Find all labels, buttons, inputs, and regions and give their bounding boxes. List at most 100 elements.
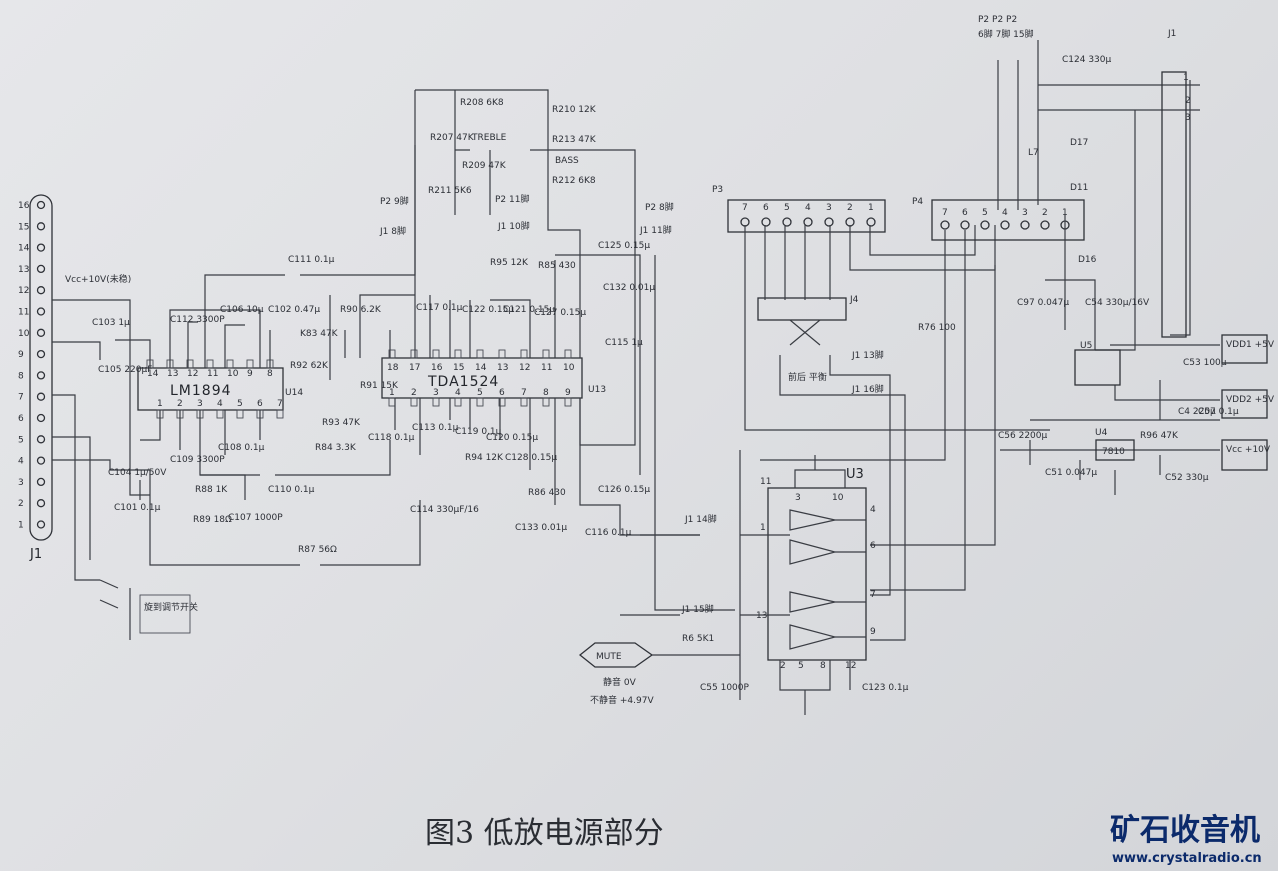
svg-text:11: 11	[760, 477, 771, 487]
p3-pin-number: 2	[847, 203, 853, 213]
svg-text:R90 6.2K: R90 6.2K	[340, 305, 382, 315]
svg-text:C103 1μ: C103 1μ	[92, 318, 130, 328]
tda1524-pin	[410, 349, 418, 359]
front-rear-label: 前后 平衡	[788, 371, 827, 383]
svg-text:C126 0.15μ: C126 0.15μ	[598, 485, 650, 495]
svg-text:P2 P2 P2: P2 P2 P2	[978, 15, 1017, 25]
svg-text:C115 1μ: C115 1μ	[605, 338, 643, 348]
svg-text:R86 430: R86 430	[528, 488, 566, 498]
svg-text:C123 0.1μ: C123 0.1μ	[862, 683, 909, 693]
p3-pin	[803, 217, 813, 227]
svg-text:2: 2	[1185, 96, 1191, 106]
svg-text:R210 12K: R210 12K	[552, 105, 597, 115]
j1-pin	[36, 200, 46, 210]
tda1524-pin-number: 14	[475, 363, 487, 373]
svg-text:不静音 +4.97V: 不静音 +4.97V	[590, 694, 654, 706]
crystalradio-watermark: 矿石收音机 www.crystalradio.cn	[1110, 813, 1262, 866]
svg-text:7810: 7810	[1102, 447, 1125, 457]
svg-text:9: 9	[870, 627, 876, 637]
lm1894-pin-number: 2	[177, 399, 183, 409]
svg-text:R87 56Ω: R87 56Ω	[298, 545, 337, 555]
lm1894-pin-number: 1	[157, 399, 163, 409]
svg-text:R88 1K: R88 1K	[195, 485, 228, 495]
p3-pin	[782, 217, 792, 227]
vdd2-output: VDD2 +5V	[1221, 389, 1275, 419]
j1-pin-number: 10	[18, 329, 30, 339]
svg-text:C101 0.1μ: C101 0.1μ	[114, 503, 161, 513]
svg-text:R208 6K8: R208 6K8	[460, 98, 504, 108]
svg-text:U5: U5	[1080, 341, 1092, 351]
j1-pin	[36, 371, 46, 380]
vcc-in-label: Vcc+10V(未稳)	[65, 273, 131, 285]
j1-pin	[36, 307, 46, 316]
tda1524-pin	[498, 397, 506, 407]
svg-text:R93 47K: R93 47K	[322, 418, 361, 428]
tda1524-pin	[388, 349, 396, 359]
tda1524-pin-number: 10	[563, 363, 575, 373]
j1-pin	[36, 477, 46, 487]
j1-pin	[36, 456, 46, 465]
svg-text:J1 16脚: J1 16脚	[851, 384, 884, 395]
svg-text:D16: D16	[1078, 255, 1097, 265]
lm1894-pin	[236, 409, 244, 419]
svg-text:C112 3300P: C112 3300P	[170, 315, 225, 325]
svg-text:C55 1000P: C55 1000P	[700, 683, 750, 693]
regulator-u5	[1074, 349, 1121, 386]
j1-pin-number: 7	[18, 393, 24, 403]
svg-text:R94 12K: R94 12K	[465, 453, 504, 463]
tda1524-pin-number: 3	[433, 388, 439, 398]
lm1894-pin-number: 9	[247, 369, 253, 379]
svg-text:C97 0.047μ: C97 0.047μ	[1017, 298, 1069, 308]
j1-pin	[36, 499, 46, 508]
svg-text:C104 1μ/50V: C104 1μ/50V	[108, 468, 167, 478]
svg-text:P3: P3	[712, 185, 723, 195]
svg-text:R91 15K: R91 15K	[360, 381, 399, 391]
svg-text:P4: P4	[912, 197, 923, 207]
p4-pin	[960, 220, 970, 230]
svg-text:BASS: BASS	[555, 156, 579, 166]
tone-section-labels: R208 6K8 R207 47K TREBLE R209 47K R211 5…	[290, 98, 674, 538]
svg-text:C128 0.15μ: C128 0.15μ	[505, 453, 557, 463]
svg-text:LM1894: LM1894	[170, 383, 232, 399]
p3-pin-number: 7	[742, 203, 748, 213]
p4-pin-number: 7	[942, 208, 948, 218]
svg-text:R213 47K: R213 47K	[552, 135, 597, 145]
svg-text:1: 1	[760, 523, 766, 533]
j1-label: J1	[29, 547, 42, 562]
svg-text:U3: U3	[846, 467, 864, 482]
lm1894-pin-number: 6	[257, 399, 263, 409]
p4-pin-number: 2	[1042, 208, 1048, 218]
svg-text:C111 0.1μ: C111 0.1μ	[288, 255, 335, 265]
svg-text:6: 6	[870, 541, 876, 551]
svg-text:J1 13脚: J1 13脚	[851, 350, 884, 361]
svg-text:C118 0.1μ: C118 0.1μ	[368, 433, 415, 443]
svg-text:C125 0.15μ: C125 0.15μ	[598, 241, 650, 251]
tda1524-pin	[542, 397, 550, 407]
j1-pin-number: 2	[18, 499, 24, 509]
tda1524-pin	[454, 349, 462, 359]
svg-text:C4 220μ: C4 220μ	[1178, 407, 1216, 417]
tda1524-pin-number: 18	[387, 363, 399, 373]
svg-text:R89 18Ω: R89 18Ω	[193, 515, 232, 525]
j1-pin-number: 4	[18, 457, 24, 467]
svg-text:R212 6K8: R212 6K8	[552, 176, 596, 186]
svg-text:C107 1000P: C107 1000P	[228, 513, 283, 523]
svg-text:C114 330μF/16: C114 330μF/16	[410, 505, 479, 515]
lm1894-pin	[276, 409, 284, 419]
svg-text:R96 47K: R96 47K	[1140, 431, 1179, 441]
svg-text:U4: U4	[1095, 428, 1108, 438]
connector-j1-right	[1161, 71, 1187, 338]
svg-text:6脚 7脚 15脚: 6脚 7脚 15脚	[978, 29, 1034, 40]
svg-text:C120 0.15μ: C120 0.15μ	[486, 433, 538, 443]
svg-text:J1 11脚: J1 11脚	[639, 225, 672, 236]
p4-pin-number: 5	[982, 208, 988, 218]
tda1524-pin-number: 2	[411, 388, 417, 398]
tda1524-pin-number: 9	[565, 388, 571, 398]
lm1894-pin-number: 4	[217, 399, 223, 409]
j1-pin-number: 12	[18, 286, 29, 296]
p3-pin	[866, 217, 876, 227]
j1-pin	[36, 222, 46, 231]
